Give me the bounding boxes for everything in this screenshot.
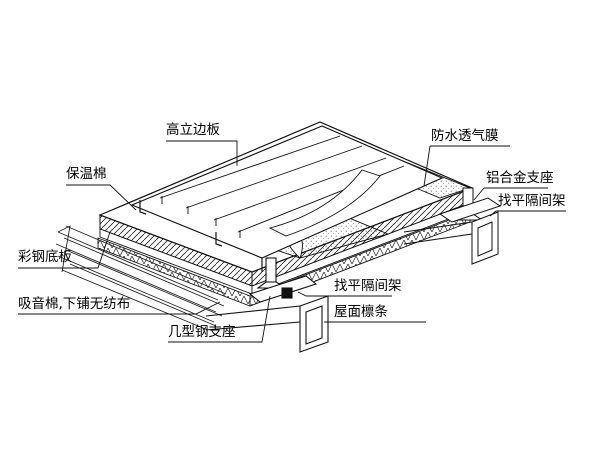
label-aluminum-support: 铝合金支座 <box>486 170 554 186</box>
aluminum-support-right <box>438 187 502 223</box>
j-type-steel-support <box>248 257 318 303</box>
label-waterproof-membrane: 防水透气膜 <box>431 128 499 144</box>
label-j-type-steel-support: 几型钢支座 <box>168 324 236 340</box>
label-sound-absorbing-cotton: 吸音棉,下铺无纺布 <box>18 296 131 312</box>
label-insulation-cotton: 保温棉 <box>66 166 107 182</box>
purlin-middle <box>205 295 329 353</box>
label-standing-seam-panel: 高立边板 <box>166 122 220 138</box>
label-leveling-frame-middle: 找平隔间架 <box>334 278 402 294</box>
leader-lines <box>18 140 566 343</box>
standing-seam-panel <box>130 125 444 272</box>
purlin-right <box>403 211 499 265</box>
label-leveling-frame-right: 找平隔间架 <box>498 193 566 209</box>
label-roof-purlin: 屋面檩条 <box>334 304 388 320</box>
label-color-steel-bottom-plate: 彩钢底板 <box>18 249 72 265</box>
